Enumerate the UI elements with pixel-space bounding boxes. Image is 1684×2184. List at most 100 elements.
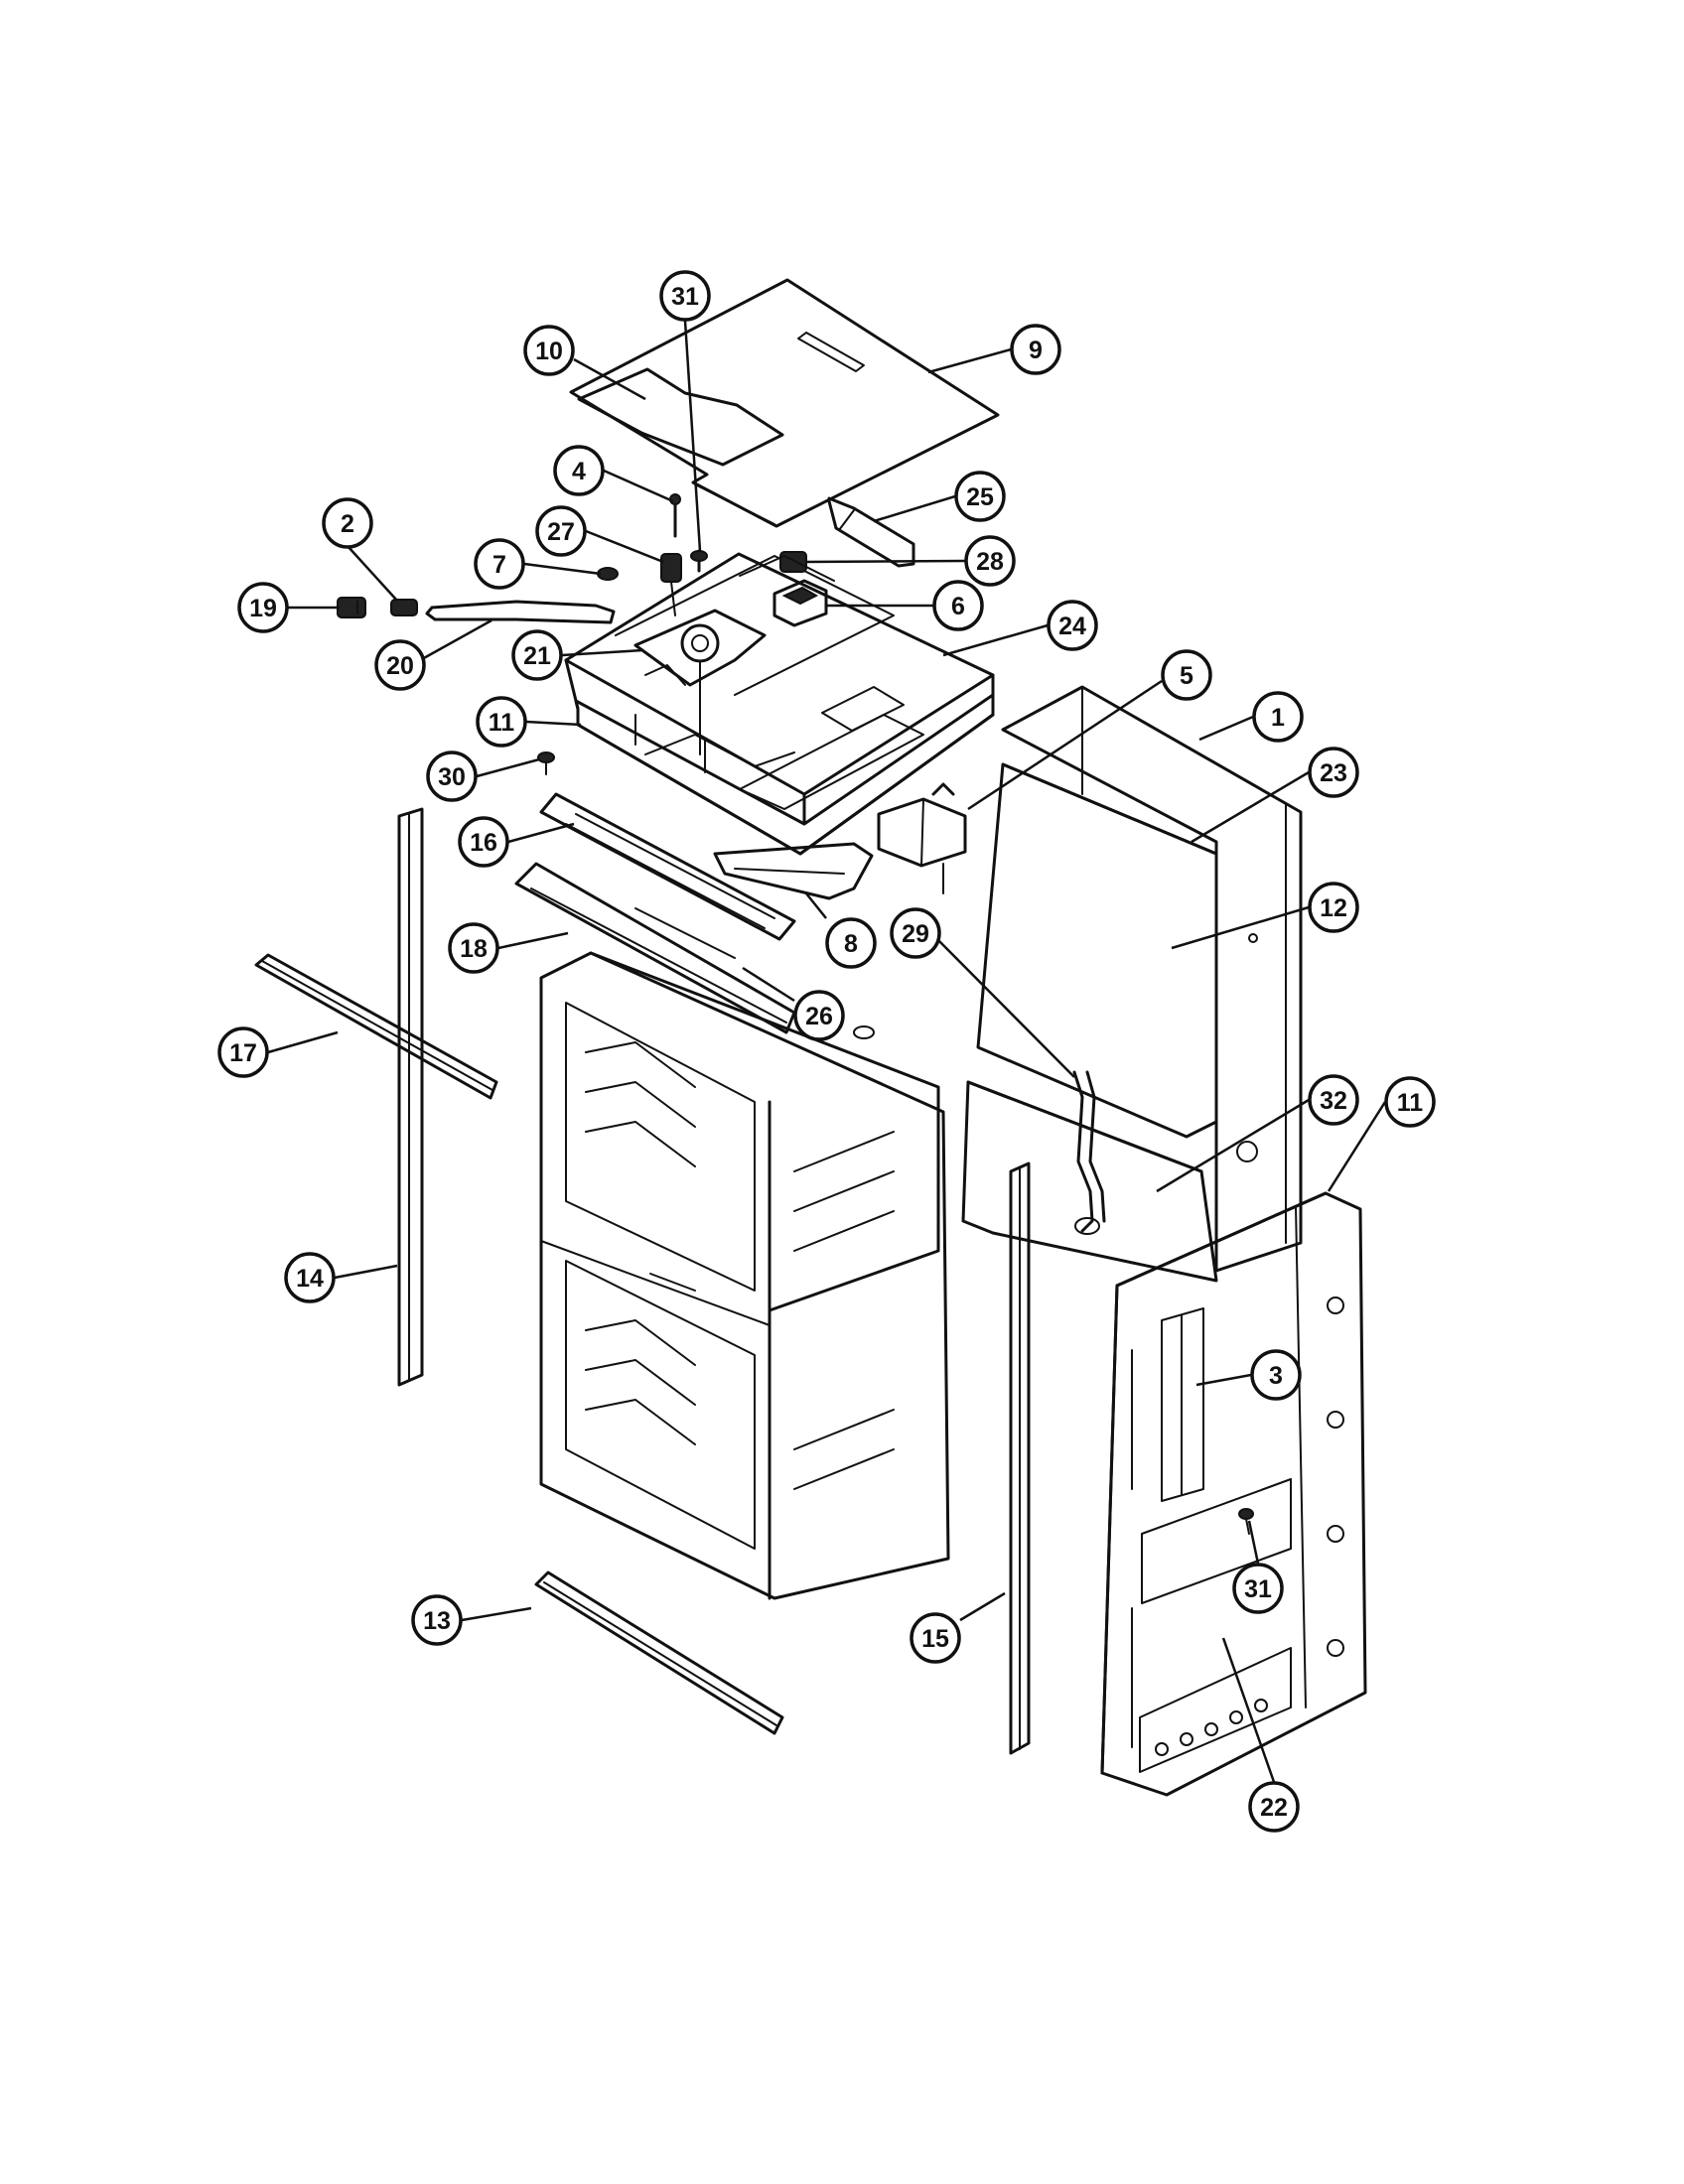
callout-15: 15 <box>910 1612 961 1664</box>
leader-27 <box>585 529 664 564</box>
cavity-cover-part <box>564 552 995 856</box>
lower-insulation-part <box>961 1080 1218 1283</box>
leader-2 <box>347 545 398 602</box>
callout-16: 16 <box>458 816 509 868</box>
leader-26 <box>742 966 795 1003</box>
screw-30-part <box>537 751 555 775</box>
bracket-part <box>827 496 915 568</box>
left-trim-part <box>397 807 424 1387</box>
callout-25: 25 <box>954 471 1006 522</box>
leader-24 <box>942 623 1049 657</box>
callout-2: 2 <box>322 497 373 549</box>
callout-5: 5 <box>1161 649 1212 701</box>
leader-12 <box>1171 905 1310 950</box>
callout-label: 23 <box>1320 759 1347 787</box>
callout-label: 3 <box>1269 1362 1283 1390</box>
callout-label: 16 <box>470 829 497 857</box>
callout-19: 19 <box>237 582 289 633</box>
callout-13: 13 <box>411 1594 463 1646</box>
bottom-trim-part <box>534 1570 784 1735</box>
callout-label: 28 <box>976 548 1004 576</box>
callout-label: 13 <box>423 1607 451 1635</box>
leader-13 <box>461 1606 532 1622</box>
callout-label: 18 <box>460 935 488 963</box>
callout-label: 9 <box>1029 337 1043 364</box>
plug-2-part <box>390 599 418 616</box>
callout-label: 12 <box>1320 894 1347 922</box>
callout-22: 22 <box>1248 1781 1300 1833</box>
leader-29 <box>930 932 1075 1078</box>
callout-label: 27 <box>547 518 575 546</box>
leader-5 <box>967 679 1163 811</box>
leader-22 <box>1221 1637 1276 1783</box>
callout-label: 11 <box>1397 1089 1424 1117</box>
connector-28-part <box>739 551 835 582</box>
callout-8: 8 <box>825 917 877 969</box>
callout-label: 29 <box>902 920 929 948</box>
screw-31-top-part <box>690 549 708 573</box>
callout-29: 29 <box>890 907 941 959</box>
callout-label: 31 <box>1244 1575 1272 1603</box>
callout-label: 5 <box>1180 662 1193 690</box>
leader-18 <box>497 931 569 950</box>
part-callouts: 31 10 9 4 25 2 27 28 <box>217 270 1436 1833</box>
top-panel-part <box>569 278 1000 528</box>
callout-label: 10 <box>535 338 563 365</box>
callout-label: 1 <box>1271 704 1285 732</box>
callout-label: 2 <box>341 510 354 538</box>
vent-trim-part <box>539 792 796 941</box>
callout-label: 25 <box>966 483 994 511</box>
callout-27: 27 <box>535 505 587 557</box>
callout-23: 23 <box>1308 747 1359 798</box>
duct-part <box>713 842 874 900</box>
leader-21 <box>561 648 644 657</box>
callout-9: 9 <box>1010 324 1061 375</box>
plug-19-part <box>337 597 366 618</box>
callout-17: 17 <box>217 1026 269 1078</box>
callout-label: 8 <box>844 930 858 958</box>
callout-label: 32 <box>1320 1087 1347 1115</box>
callout-6: 6 <box>932 580 984 631</box>
leader-15 <box>959 1591 1006 1622</box>
leader-14 <box>334 1264 398 1280</box>
leader-10 <box>573 357 646 401</box>
wire-harness-part <box>425 600 616 624</box>
callout-26: 26 <box>793 990 845 1041</box>
leader-3 <box>1195 1373 1252 1387</box>
outer-wrapper-part <box>1001 685 1303 1273</box>
switch-block-part <box>772 579 828 627</box>
motor-unit-part <box>633 609 767 755</box>
callout-24: 24 <box>1047 600 1098 651</box>
callout-7: 7 <box>474 538 525 590</box>
callout-label: 26 <box>805 1003 833 1030</box>
callout-31a: 31 <box>659 270 711 322</box>
callout-11a: 11 <box>476 696 527 748</box>
blower-box-part <box>877 782 967 894</box>
leader-17 <box>267 1030 339 1054</box>
callout-32: 32 <box>1308 1074 1359 1126</box>
connector-27-part <box>660 553 682 616</box>
leader-28 <box>805 559 966 564</box>
callout-label: 20 <box>386 652 414 680</box>
callout-14: 14 <box>284 1252 336 1303</box>
leader-25 <box>873 494 956 523</box>
callout-label: 21 <box>523 642 551 670</box>
leader-30 <box>476 757 540 778</box>
callout-label: 17 <box>229 1039 257 1067</box>
callout-label: 19 <box>249 595 277 622</box>
callout-30: 30 <box>426 751 478 802</box>
callout-21: 21 <box>511 629 563 681</box>
callout-label: 14 <box>296 1265 324 1293</box>
callout-12: 12 <box>1308 882 1359 933</box>
callout-4: 4 <box>553 445 605 496</box>
part-drawings <box>254 278 1367 1797</box>
upper-insulation-part <box>976 762 1218 1139</box>
leader-4 <box>603 469 674 503</box>
leader-16 <box>507 822 575 844</box>
leader-7 <box>523 562 602 576</box>
callout-3: 3 <box>1250 1349 1302 1401</box>
callout-label: 22 <box>1260 1794 1288 1822</box>
callout-label: 7 <box>492 551 506 579</box>
leader-11b <box>1327 1101 1387 1192</box>
